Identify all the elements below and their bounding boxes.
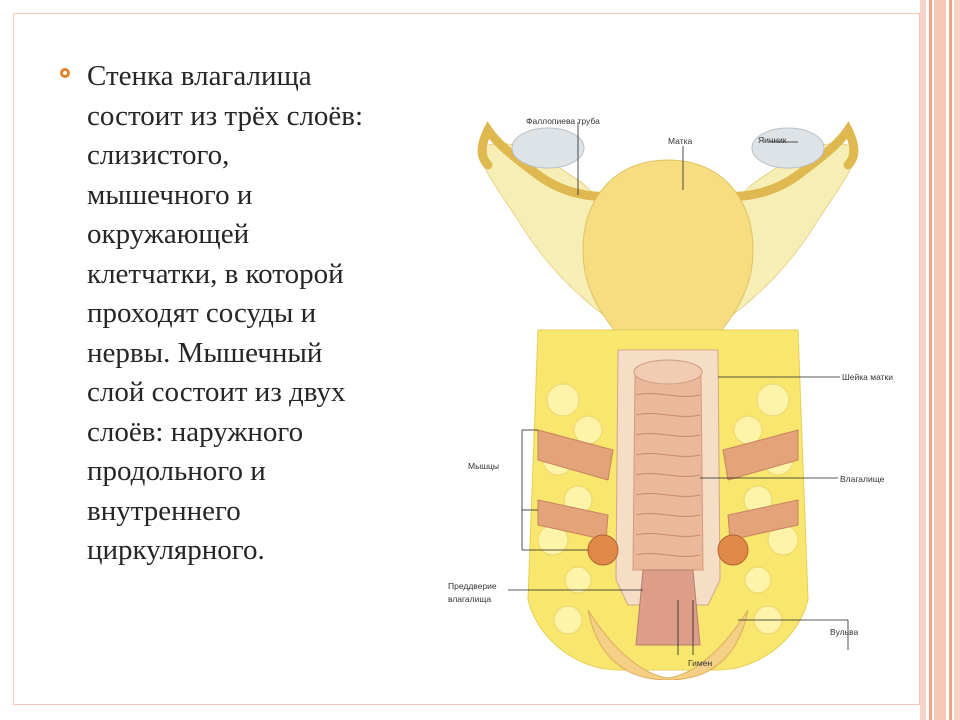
- labia: [587, 609, 749, 680]
- stripe: [929, 0, 932, 720]
- fallopian-tube-right: [713, 121, 859, 201]
- slide-frame: [13, 13, 920, 705]
- muscle-bands: [537, 429, 799, 541]
- vestibular-bulbs: [587, 534, 749, 566]
- stripe: [934, 0, 946, 720]
- anatomy-diagram: Фаллопиева труба Матка Яичник Шейка матк…: [438, 100, 898, 680]
- stripe: [949, 0, 952, 720]
- bullet-block: Стенка влагалища состоит из трёх слоёв: …: [60, 57, 420, 571]
- label-muscles: Мышцы: [468, 461, 499, 471]
- bullet-text: Стенка влагалища состоит из трёх слоёв: …: [87, 60, 364, 566]
- label-vestibule-line2: влагалища: [448, 594, 491, 604]
- label-fallopian-tube: Фаллопиева труба: [526, 116, 600, 126]
- leader-lines: [508, 122, 849, 655]
- cervix-shape: [633, 359, 703, 385]
- label-vagina: Влагалище: [840, 474, 885, 484]
- vaginal-wall: [632, 374, 704, 571]
- fallopian-tube-left: [477, 121, 623, 201]
- ovary-left: [511, 127, 585, 169]
- label-vestibule-line1: Преддверие: [448, 581, 497, 591]
- label-vulva: Вульва: [830, 627, 858, 637]
- label-uterus: Матка: [668, 136, 693, 146]
- bullet-circle-icon: [60, 68, 70, 78]
- label-ovary: Яичник: [758, 135, 787, 145]
- vaginal-rugae: [635, 393, 701, 557]
- label-cervix: Шейка матки: [842, 372, 893, 382]
- decorative-stripes: [920, 0, 960, 720]
- stripe: [920, 0, 926, 720]
- anatomy-illustration: Фаллопиева труба Матка Яичник Шейка матк…: [448, 116, 893, 680]
- ovary-right: [751, 127, 825, 169]
- label-hymen: Гимен: [688, 658, 712, 668]
- vestibule-shape: [635, 569, 701, 646]
- stripe: [954, 0, 960, 720]
